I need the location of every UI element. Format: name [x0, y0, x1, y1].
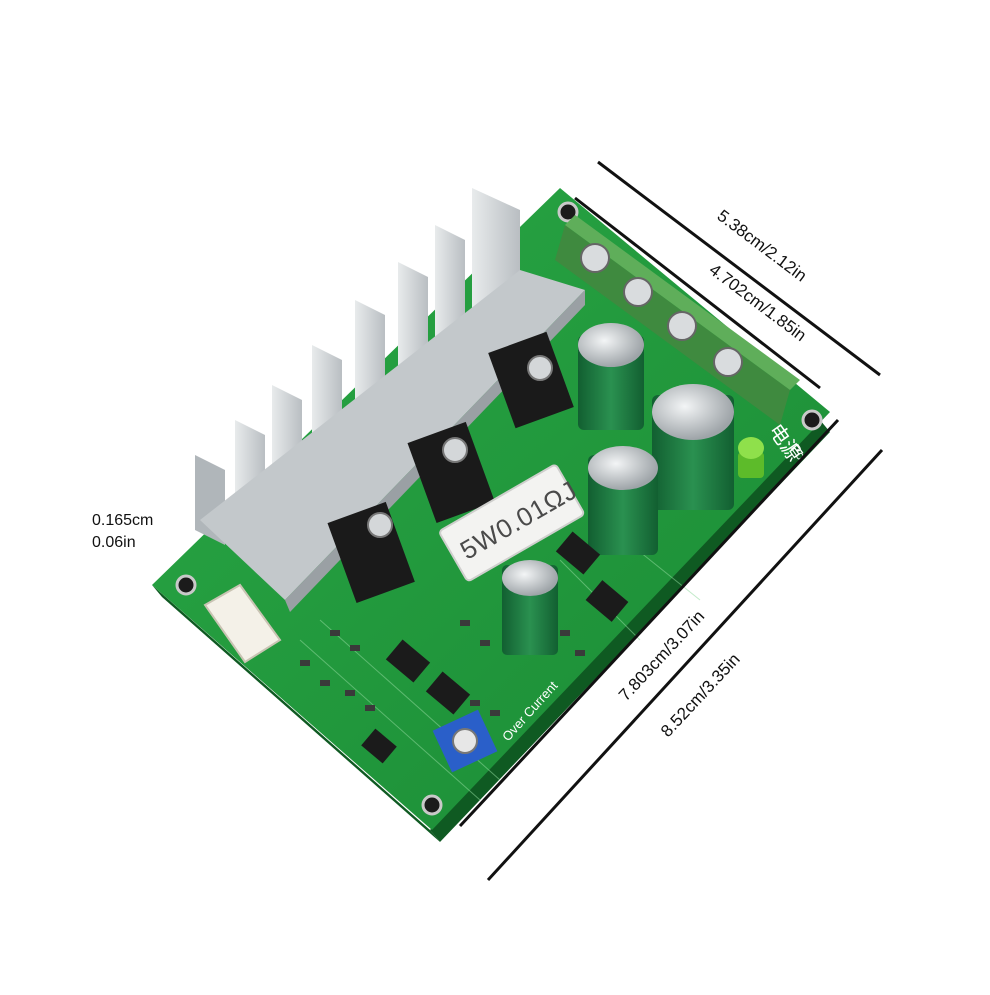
hole-in: 0.06in [92, 534, 136, 551]
hole-diameter-label: 0.165cm 0.06in [92, 510, 153, 554]
jumper-header [361, 728, 397, 764]
mounting-holes [175, 201, 823, 816]
smd-components [300, 620, 585, 716]
terminal-block [555, 215, 800, 425]
capacitors [502, 323, 734, 655]
trimmer-potentiometer [432, 709, 498, 773]
hole-cm: 0.165cm [92, 512, 154, 529]
pcb-edge [152, 585, 440, 842]
dim-side-outer: 8.52cm/3.35in [657, 650, 744, 741]
dimension-lines [458, 160, 884, 882]
ic-chips [385, 531, 629, 715]
pcb-edge-right [430, 420, 830, 842]
mosfets [327, 331, 574, 604]
jst-connector [203, 583, 282, 664]
power-led [738, 437, 764, 478]
